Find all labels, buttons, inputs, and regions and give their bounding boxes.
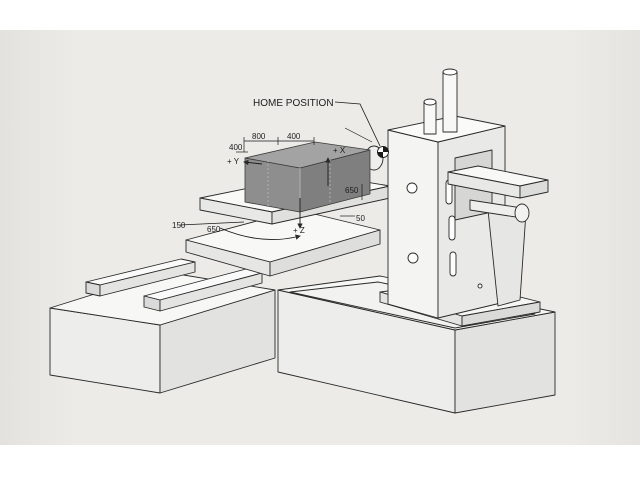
guide-rails bbox=[85, 258, 263, 312]
home-position-label: HOME POSITION bbox=[253, 98, 334, 109]
machine-diagram: HOME POSITION 800 400 400 + X + Y + Z 65… bbox=[49, 68, 556, 414]
dim-150: 150 bbox=[172, 221, 186, 230]
plus-z-label: + Z bbox=[293, 226, 305, 235]
plus-x-label: + X bbox=[333, 146, 346, 155]
overarm bbox=[447, 165, 549, 223]
dim-50: 50 bbox=[356, 214, 365, 223]
dim-800: 800 bbox=[252, 132, 266, 141]
dim-650-right: 650 bbox=[345, 186, 359, 195]
left-base-block bbox=[49, 271, 276, 394]
top-cylinders bbox=[423, 68, 458, 135]
rotation-arc bbox=[219, 227, 301, 240]
dim-400-top: 400 bbox=[287, 132, 301, 141]
plus-y-label: + Y bbox=[227, 157, 240, 166]
home-position-leader bbox=[334, 101, 381, 147]
dim-650-bottom: 650 bbox=[207, 225, 221, 234]
work-volume bbox=[244, 141, 371, 213]
y-axis-arrow bbox=[243, 159, 263, 166]
dim-400-left: 400 bbox=[229, 143, 243, 152]
document-page: HOME POSITION 800 400 400 + X + Y + Z 65… bbox=[0, 30, 640, 445]
